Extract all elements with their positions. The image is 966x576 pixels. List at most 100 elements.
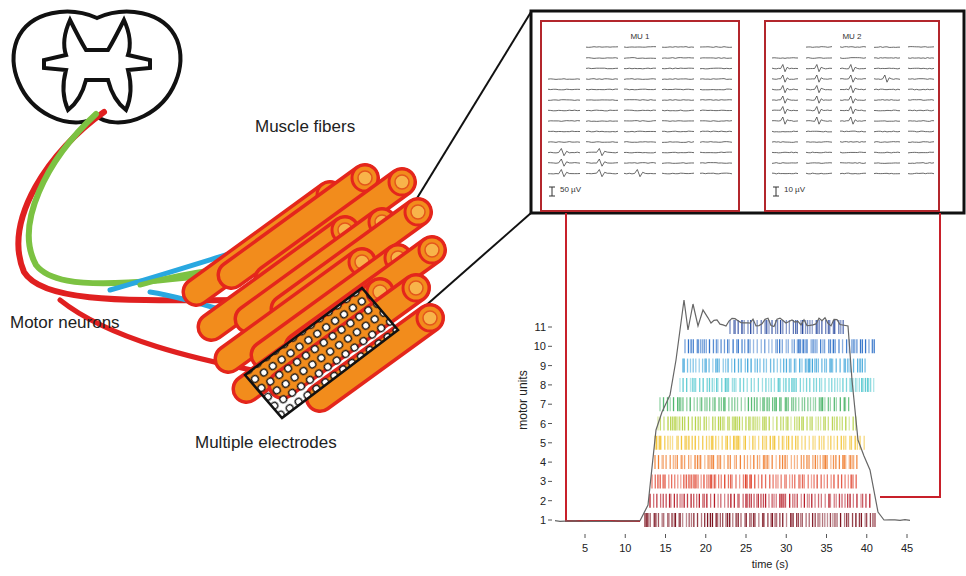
spike-tick <box>845 397 846 411</box>
spike-tick <box>682 513 683 527</box>
spike-tick <box>762 436 763 450</box>
emg-trace <box>700 57 732 59</box>
spike-tick <box>768 378 769 392</box>
emg-trace <box>874 99 900 101</box>
spike-tick <box>707 455 708 469</box>
spike-tick <box>780 359 781 373</box>
spike-tick <box>693 474 694 488</box>
emg-trace <box>586 110 618 112</box>
axis-title: time (s) <box>752 558 789 570</box>
spike-tick <box>814 339 815 353</box>
emg-trace <box>662 46 694 48</box>
spike-tick <box>828 397 829 411</box>
spike-tick <box>740 455 741 469</box>
emg-trace <box>586 131 618 133</box>
emg-trace <box>662 99 694 101</box>
spike-tick <box>728 378 729 392</box>
spike-tick <box>745 494 746 508</box>
spike-tick <box>694 397 695 411</box>
tick-label: 6 <box>540 417 546 429</box>
spike-tick <box>708 359 709 373</box>
emg-trace <box>806 65 832 72</box>
emg-trace <box>874 75 900 82</box>
spike-tick <box>791 436 792 450</box>
spike-tick <box>734 378 735 392</box>
spike-tick <box>688 455 689 469</box>
spike-tick <box>788 436 789 450</box>
spike-tick <box>827 474 828 488</box>
spike-tick <box>699 378 700 392</box>
spike-tick <box>655 474 656 488</box>
spike-tick <box>758 494 759 508</box>
spike-tick <box>818 359 819 373</box>
axis-tick <box>746 534 747 538</box>
spike-tick <box>873 378 874 392</box>
spike-tick <box>665 455 666 469</box>
emg-trace <box>662 131 694 133</box>
emg-trace <box>586 159 618 166</box>
spike-tick <box>723 397 724 411</box>
emg-trace <box>586 78 618 80</box>
spike-tick <box>797 436 798 450</box>
spike-tick <box>827 455 828 469</box>
spike-tick <box>841 494 842 508</box>
spike-tick <box>744 513 745 527</box>
spike-tick <box>849 378 850 392</box>
spike-tick <box>794 494 795 508</box>
emg-trace <box>806 131 832 133</box>
spike-tick <box>830 513 831 527</box>
spike-tick <box>819 320 820 334</box>
spike-tick <box>735 474 736 488</box>
emg-trace <box>908 68 934 70</box>
spike-tick <box>833 474 834 488</box>
emg-trace <box>548 149 580 156</box>
spike-tick <box>710 474 711 488</box>
spike-tick <box>706 436 707 450</box>
spike-tick <box>704 513 705 527</box>
spike-tick <box>802 513 803 527</box>
spike-tick <box>751 513 752 527</box>
spike-tick <box>812 359 813 373</box>
spike-tick <box>752 417 753 431</box>
spike-tick <box>749 474 750 488</box>
spike-tick <box>781 494 782 508</box>
spike-tick <box>774 397 775 411</box>
spike-tick <box>799 417 800 431</box>
spike-tick <box>832 417 833 431</box>
spike-tick <box>770 513 771 527</box>
spike-tick <box>679 378 680 392</box>
spike-tick <box>802 474 803 488</box>
spike-tick <box>791 455 792 469</box>
spike-tick <box>794 474 795 488</box>
spike-tick <box>836 359 837 373</box>
spike-tick <box>849 455 850 469</box>
spike-tick <box>729 417 730 431</box>
spike-tick <box>856 455 857 469</box>
spike-tick <box>821 359 822 373</box>
spike-tick <box>712 378 713 392</box>
spike-tick <box>751 378 752 392</box>
spike-tick <box>765 417 766 431</box>
spike-tick <box>773 494 774 508</box>
spike-tick <box>675 417 676 431</box>
spike-tick <box>712 417 713 431</box>
spike-tick <box>784 474 785 488</box>
spike-tick <box>771 494 772 508</box>
spike-tick <box>820 339 821 353</box>
spike-tick <box>739 494 740 508</box>
spike-tick <box>805 513 806 527</box>
spike-tick <box>744 339 745 353</box>
spike-tick <box>700 417 701 431</box>
spike-tick <box>757 339 758 353</box>
emg-trace <box>840 152 866 154</box>
spike-tick <box>715 417 716 431</box>
spike-tick <box>698 417 699 431</box>
spike-tick <box>856 494 857 508</box>
spike-tick <box>816 339 817 353</box>
spike-tick <box>718 474 719 488</box>
spike-tick <box>732 378 733 392</box>
spike-tick <box>806 359 807 373</box>
emg-trace <box>662 68 694 70</box>
spike-tick <box>792 474 793 488</box>
spike-tick <box>830 474 831 488</box>
